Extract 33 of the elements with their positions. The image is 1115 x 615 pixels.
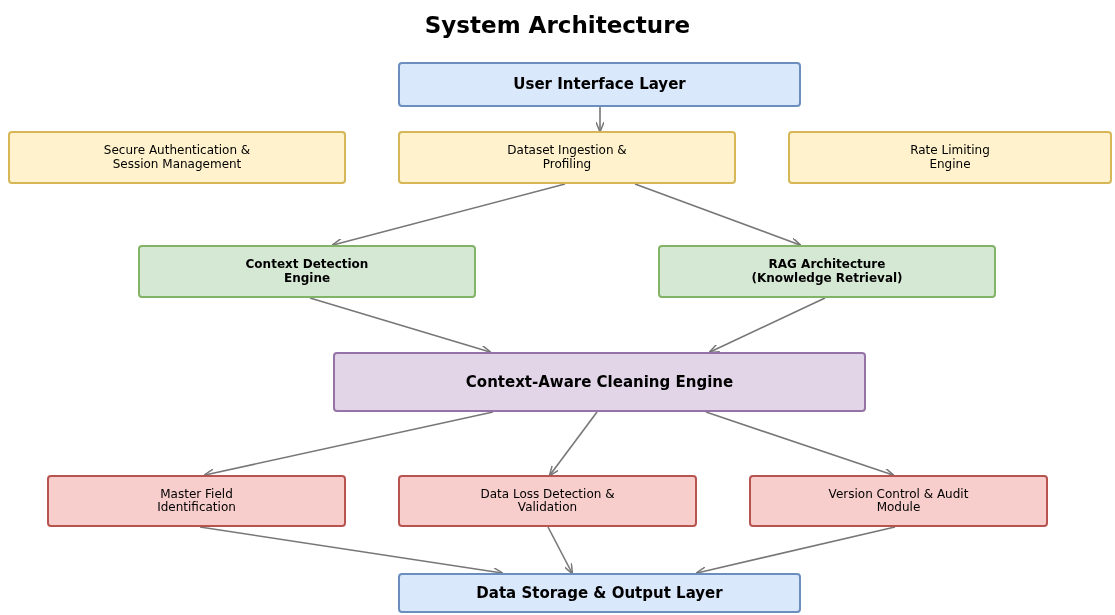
box-label: Version Control & Audit Module	[827, 487, 970, 515]
process-box	[333, 352, 866, 412]
arrow	[309, 297, 492, 354]
process-box	[398, 131, 736, 184]
process-box	[138, 245, 476, 298]
box-label: RAG Architecture (Knowledge Retrieval)	[750, 258, 904, 285]
process-box	[47, 475, 346, 527]
process-box	[788, 131, 1112, 184]
box-label: Data Storage & Output Layer	[476, 584, 723, 602]
process-box	[398, 573, 801, 613]
arrow	[547, 526, 574, 575]
arrow	[548, 411, 598, 477]
arrow	[595, 106, 605, 133]
box-label: Context Detection Engine	[244, 258, 370, 285]
box-label: Master Field Identification	[156, 487, 237, 515]
process-box	[8, 131, 346, 184]
box-label: Rate Limiting Engine	[909, 144, 991, 171]
arrow	[203, 411, 494, 478]
arrow	[705, 411, 895, 477]
arrow	[634, 183, 802, 247]
box-label: Data Loss Detection & Validation	[479, 487, 616, 515]
process-box	[658, 245, 996, 298]
process-box	[749, 475, 1048, 527]
arrow	[708, 297, 826, 354]
diagram-title: System Architecture	[424, 11, 691, 40]
box-label: Dataset Ingestion & Profiling	[506, 144, 628, 171]
box-label: Context-Aware Cleaning Engine	[465, 373, 734, 391]
box-label: Secure Authentication & Session Management	[102, 144, 252, 171]
arrow	[331, 183, 566, 248]
process-box	[398, 475, 697, 527]
process-box	[398, 62, 801, 107]
box-label: User Interface Layer	[513, 76, 686, 93]
arrow	[695, 526, 896, 576]
